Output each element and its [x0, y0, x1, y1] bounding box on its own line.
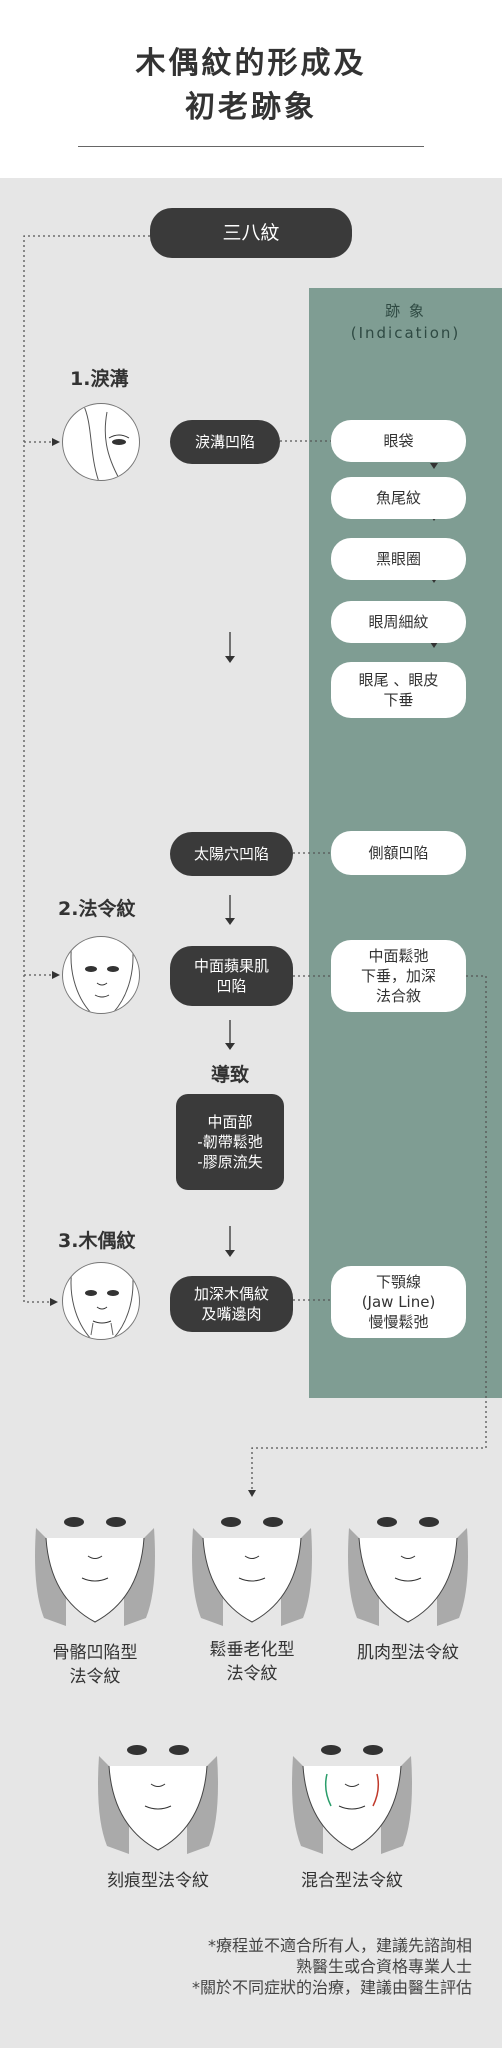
- cause-temple-label: 太陽穴凹陷: [193, 845, 269, 863]
- cause-marionette-label: 加深木偶紋 及嘴邊肉: [193, 1285, 269, 1323]
- nasolabial-face-icon: [62, 936, 140, 1014]
- indication-jawline-label: 下顎線 (Jaw Line) 慢慢鬆弛: [361, 1273, 436, 1331]
- indication-crows-feet-label: 魚尾紋: [375, 489, 421, 507]
- indication-crows-feet: 魚尾紋: [331, 477, 466, 519]
- indication-fine-lines-label: 眼周細紋: [368, 613, 429, 631]
- tear-trough-face-icon: [62, 403, 140, 481]
- san-ba-wen-pill: 三八紋: [150, 208, 352, 258]
- page-title: 木偶紋的形成及 初老跡象: [0, 42, 502, 130]
- title-line-2: 初老跡象: [185, 90, 317, 125]
- type-bone-label: 骨骼凹陷型 法令紋: [52, 1643, 138, 1687]
- section-tear-trough: 1.淚溝: [70, 368, 129, 390]
- type-muscle-face-icon: [348, 1517, 468, 1626]
- indication-dark-circles-label: 黑眼圈: [375, 550, 421, 568]
- indication-fine-lines: 眼周細紋: [331, 601, 466, 643]
- cause-midface-label: 中面部 -韌帶鬆弛 -膠原流失: [197, 1113, 263, 1171]
- indication-eyelid-droop-label: 眼尾 、眼皮 下垂: [358, 671, 439, 709]
- cause-tear-trough-label: 淚溝凹陷: [194, 433, 255, 451]
- type-mixed-face-icon: [292, 1745, 412, 1854]
- indication-midface-sag-label: 中面鬆弛 下垂，加深 法合敘: [360, 947, 436, 1005]
- type-crease-label: 刻痕型法令紋: [107, 1871, 209, 1891]
- indication-title: 跡 象 (Indication): [350, 302, 461, 342]
- cause-tear-trough: 淚溝凹陷: [170, 420, 280, 464]
- indication-eye-bags-label: 眼袋: [383, 432, 414, 450]
- section-nasolabial: 2.法令紋: [58, 898, 136, 920]
- cause-marionette: 加深木偶紋 及嘴邊肉: [170, 1276, 293, 1332]
- san-ba-wen-label: 三八紋: [222, 222, 280, 244]
- lead-label: 導致: [210, 1064, 249, 1086]
- type-muscle-label: 肌肉型法令紋: [357, 1643, 459, 1663]
- indication-midface-sag: 中面鬆弛 下垂，加深 法合敘: [331, 940, 466, 1012]
- indication-eyelid-droop: 眼尾 、眼皮 下垂: [331, 662, 466, 718]
- cause-apple-cheek-label: 中面蘋果肌 凹陷: [193, 957, 269, 995]
- marionette-face-icon: [62, 1262, 140, 1340]
- indication-jawline: 下顎線 (Jaw Line) 慢慢鬆弛: [331, 1266, 466, 1338]
- indication-temple-hollow-label: 側額凹陷: [368, 844, 429, 862]
- cause-apple-cheek: 中面蘋果肌 凹陷: [170, 946, 293, 1006]
- cause-midface: 中面部 -韌帶鬆弛 -膠原流失: [176, 1094, 284, 1190]
- section-marionette: 3.木偶紋: [58, 1230, 136, 1252]
- indication-dark-circles: 黑眼圈: [331, 538, 466, 580]
- header: 木偶紋的形成及 初老跡象: [0, 0, 502, 178]
- indication-temple-hollow: 側額凹陷: [331, 831, 466, 875]
- type-sagging-face-icon: [192, 1517, 312, 1626]
- title-line-1: 木偶紋的形成及: [135, 46, 367, 81]
- indication-eye-bags: 眼袋: [331, 420, 466, 462]
- type-sagging-label: 鬆垂老化型 法令紋: [209, 1640, 295, 1684]
- type-crease-face-icon: [98, 1745, 218, 1854]
- footnote: *療程並不適合所有人，建議先諮詢相 熟醫生或合資格專業人士 *關於不同症狀的治療…: [191, 1936, 472, 1997]
- cause-temple: 太陽穴凹陷: [170, 832, 293, 876]
- type-mixed-label: 混合型法令紋: [301, 1871, 403, 1891]
- type-bone-face-icon: [35, 1517, 155, 1626]
- title-divider: [78, 146, 424, 147]
